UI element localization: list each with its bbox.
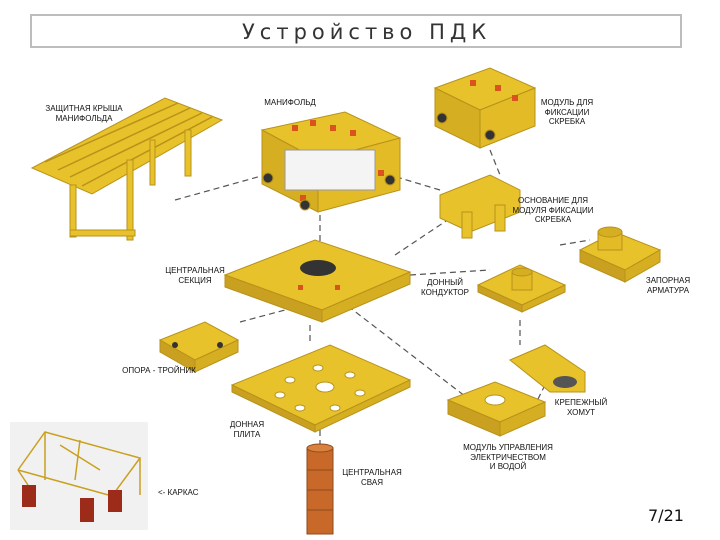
- bottom-plate: [230, 344, 412, 433]
- label-bottom-conductor: ДОННЫЙ КОНДУКТОР: [421, 278, 469, 297]
- label-pig-base: ОСНОВАНИЕ ДЛЯ МОДУЛЯ ФИКСАЦИИ СКРЕБКА: [512, 196, 594, 224]
- manifold: [260, 111, 402, 213]
- central-section: [223, 239, 412, 323]
- label-frame: <- КАРКАС: [158, 488, 199, 497]
- label-control-module: МОДУЛЬ УПРАВЛЕНИЯ ЭЛЕКТРИЧЕСТВОМ И ВОДОЙ: [463, 443, 553, 471]
- central-pile: [306, 443, 334, 535]
- shutoff-valves: [578, 226, 662, 283]
- label-tee-support: ОПОРА - ТРОЙНИК: [122, 366, 196, 375]
- label-shutoff-valves: ЗАПОРНАЯ АРМАТУРА: [645, 276, 691, 295]
- label-bottom-plate: ДОННАЯ ПЛИТА: [229, 420, 265, 439]
- label-central-section: ЦЕНТРАЛЬНАЯ СЕКЦИЯ: [165, 266, 225, 285]
- page-number: 7/21: [648, 506, 684, 525]
- label-pig-module: МОДУЛЬ ДЛЯ ФИКСАЦИИ СКРЕБКА: [540, 98, 594, 126]
- slide-title: Устройство ПДК: [242, 20, 492, 44]
- tee-support: [158, 321, 240, 373]
- clamp: [509, 344, 586, 393]
- label-manifold: МАНИФОЛЬД: [264, 98, 316, 107]
- title-box: Устройство ПДК: [30, 14, 682, 48]
- frame-photo: [10, 422, 148, 530]
- bottom-conductor: [476, 264, 567, 313]
- label-roof: ЗАЩИТНАЯ КРЫША МАНИФОЛЬДА: [45, 104, 123, 123]
- label-clamp: КРЕПЕЖНЫЙ ХОМУТ: [554, 398, 608, 417]
- control-module: [446, 381, 547, 437]
- pig-module: [433, 67, 537, 149]
- label-central-pile: ЦЕНТРАЛЬНАЯ СВАЯ: [342, 468, 402, 487]
- pig-module-base: [439, 174, 521, 239]
- protective-roof: [30, 97, 224, 241]
